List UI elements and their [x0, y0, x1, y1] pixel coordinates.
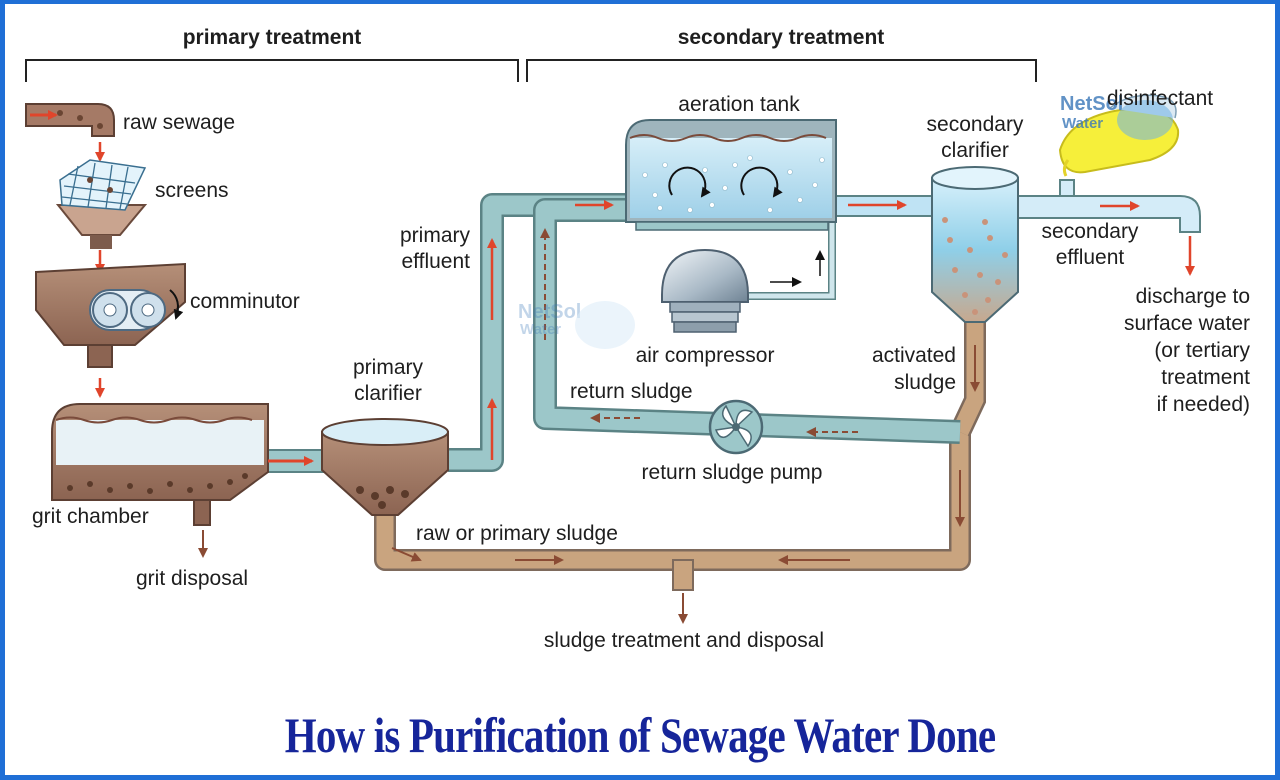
- aeration-tank: [625, 119, 837, 231]
- label-secondary-effluent-line1: secondary: [1042, 220, 1139, 243]
- watermark-middle: NetSol Water: [518, 301, 635, 349]
- label-screens: screens: [155, 179, 229, 202]
- label-sludge-treatment: sludge treatment and disposal: [544, 629, 824, 652]
- label-discharge-line1: discharge to: [1136, 285, 1250, 308]
- label-disinfectant: disinfectant: [1107, 87, 1213, 110]
- comminutor: [35, 262, 186, 398]
- label-secondary-clarifier-line1: secondary: [927, 113, 1024, 136]
- header-primary-text: primary treatment: [183, 26, 362, 49]
- page-title: How is Purification of Sewage Water Done: [284, 707, 996, 763]
- header-secondary-text: secondary treatment: [678, 26, 885, 49]
- label-primary-clarifier-line2: clarifier: [354, 382, 422, 405]
- primary-clarifier: [321, 418, 449, 516]
- label-aeration-tank: aeration tank: [678, 93, 800, 116]
- label-grit-chamber: grit chamber: [32, 505, 149, 528]
- label-grit-disposal: grit disposal: [136, 567, 248, 590]
- label-secondary-effluent-line2: effluent: [1056, 246, 1125, 269]
- bracket-secondary: [526, 59, 1037, 82]
- secondary-clarifier: [931, 166, 1019, 323]
- flow-arrows: [391, 200, 1195, 624]
- raw-sewage-inlet: [25, 103, 115, 162]
- svg-text:Water: Water: [520, 321, 561, 338]
- label-discharge-line4: treatment: [1161, 366, 1250, 389]
- label-comminutor: comminutor: [190, 290, 300, 313]
- label-activated-sludge-line1: activated: [872, 344, 956, 367]
- screens: [55, 159, 148, 274]
- label-air-compressor: air compressor: [636, 344, 775, 367]
- label-discharge-line3: (or tertiary: [1154, 339, 1250, 362]
- svg-text:NetSol: NetSol: [1060, 93, 1123, 115]
- watermark-top: NetSol Water: [1060, 93, 1173, 140]
- svg-text:Water: Water: [1062, 115, 1103, 132]
- label-primary-effluent-line2: effluent: [401, 250, 470, 273]
- header-primary: primary treatment: [25, 26, 519, 82]
- grit-chamber: [51, 403, 314, 558]
- label-raw-primary-sludge: raw or primary sludge: [416, 522, 618, 545]
- label-discharge-line2: surface water: [1124, 312, 1250, 335]
- labels: raw sewage screens comminutor grit chamb…: [32, 87, 1250, 652]
- label-return-sludge: return sludge: [570, 380, 693, 403]
- label-primary-effluent-line1: primary: [400, 224, 471, 247]
- air-compressor: [661, 248, 749, 333]
- label-primary-clarifier-line1: primary: [353, 356, 424, 379]
- return-sludge-pump: [708, 399, 764, 455]
- svg-text:NetSol: NetSol: [518, 301, 581, 323]
- bracket-primary: [25, 59, 519, 82]
- label-discharge-line5: if needed): [1157, 393, 1250, 416]
- label-return-sludge-pump: return sludge pump: [642, 461, 823, 484]
- label-activated-sludge-line2: sludge: [894, 371, 956, 394]
- sewage-treatment-diagram: primary treatment secondary treatment: [25, 26, 1250, 652]
- label-secondary-clarifier-line2: clarifier: [941, 139, 1009, 162]
- label-raw-sewage: raw sewage: [123, 111, 235, 134]
- header-secondary: secondary treatment: [526, 26, 1037, 82]
